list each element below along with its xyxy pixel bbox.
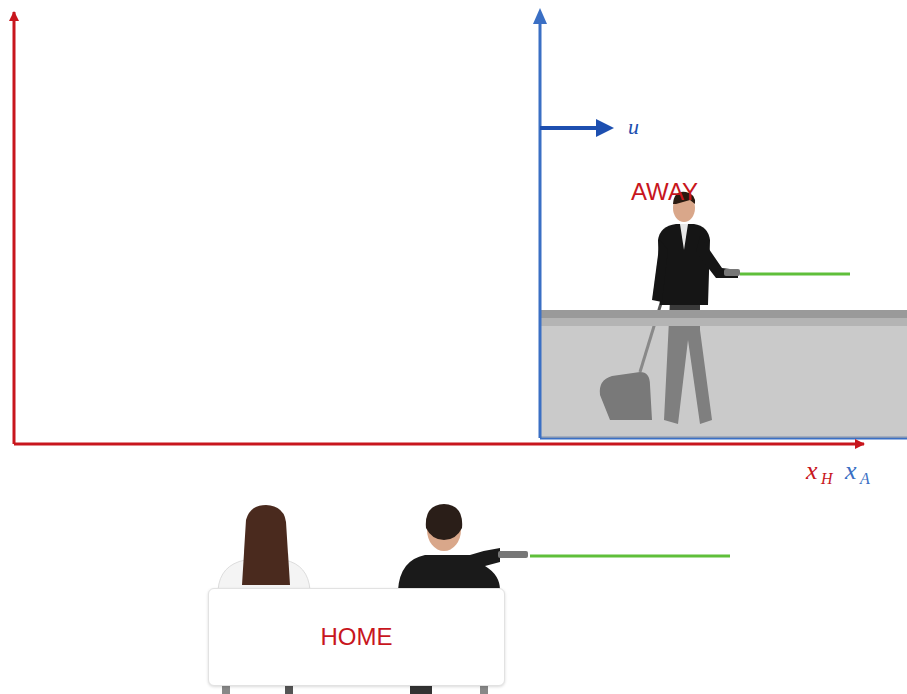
shirt: [680, 224, 688, 250]
woman-viewer: [218, 505, 310, 590]
saber-hilt: [498, 551, 528, 558]
saber-hilt: [724, 269, 740, 276]
back-arm: [652, 240, 668, 302]
axis-label: A: [860, 471, 870, 487]
axis-label: H: [821, 471, 833, 487]
platform-rail: [540, 310, 907, 318]
couch-box: HOME: [208, 588, 505, 686]
platform: [540, 318, 907, 438]
home-x-axis: [14, 443, 864, 446]
away-y-axis: [539, 22, 542, 438]
axis-label: x: [845, 458, 857, 484]
velocity-arrowhead: [596, 119, 614, 137]
velocity-arrow: [540, 126, 598, 130]
man-jacket: [398, 548, 500, 590]
platform-edge: [540, 318, 907, 326]
axis-label: x: [806, 458, 818, 484]
away-light-beam: [740, 273, 850, 276]
man-hair: [426, 504, 462, 540]
woman-hair: [242, 505, 290, 585]
home-y-axis: [13, 12, 16, 444]
node-label: HOME: [209, 625, 504, 649]
axis-label: u: [628, 116, 639, 138]
home-light-beam: [530, 555, 730, 558]
man-viewer: [398, 504, 528, 590]
away-y-arrowhead: [533, 8, 547, 24]
axis-label: AWAY: [631, 180, 698, 204]
